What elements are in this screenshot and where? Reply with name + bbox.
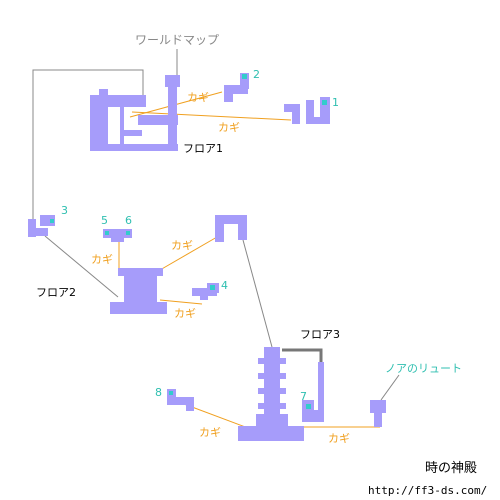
link-floor2-left xyxy=(44,235,119,298)
marker-square xyxy=(322,100,327,105)
key-label: カギ xyxy=(174,307,196,320)
marker-number-7: 7 xyxy=(300,390,307,403)
room xyxy=(90,95,108,151)
key-line-f2-to-right xyxy=(159,236,218,271)
room xyxy=(167,397,194,405)
key-label: カギ xyxy=(171,239,193,252)
room xyxy=(186,397,194,411)
key-label: カギ xyxy=(199,426,221,439)
marker-square xyxy=(169,391,173,395)
room xyxy=(258,373,286,379)
key-line-f1-to-1 xyxy=(131,111,292,121)
world-map-label: ワールドマップ xyxy=(135,33,219,47)
marker-number-3: 3 xyxy=(61,204,68,217)
room xyxy=(103,229,132,238)
link-floor3-top xyxy=(282,348,323,364)
key-line-f2-to-4 xyxy=(159,299,203,305)
room xyxy=(111,235,124,242)
room xyxy=(28,228,48,236)
room xyxy=(238,426,304,441)
room xyxy=(110,302,167,314)
key-lines xyxy=(118,91,380,432)
key-label: カギ xyxy=(328,432,350,445)
room xyxy=(215,215,224,242)
room xyxy=(238,215,247,240)
room xyxy=(302,410,324,422)
floor2-label: フロア2 xyxy=(36,286,76,299)
floor1-rooms xyxy=(90,73,330,151)
room xyxy=(306,117,330,124)
key-label: カギ xyxy=(187,91,209,104)
marker-square xyxy=(306,404,311,409)
room xyxy=(374,410,382,427)
room xyxy=(138,115,178,125)
room xyxy=(99,89,108,97)
marker-number-1: 1 xyxy=(332,96,339,109)
marker-square xyxy=(50,219,54,223)
link-noah-lute xyxy=(380,374,400,401)
room xyxy=(224,85,248,94)
noah-lute-label: ノアのリュート xyxy=(385,362,462,375)
key-label: カギ xyxy=(218,121,240,134)
room xyxy=(200,288,208,300)
marker-number-8: 8 xyxy=(155,386,162,399)
room xyxy=(320,97,330,121)
map-title: 時の神殿 xyxy=(425,461,477,476)
link-floor2-to-floor3 xyxy=(242,239,273,348)
room xyxy=(258,388,286,394)
marker-number-5: 5 xyxy=(101,214,108,227)
marker-square xyxy=(242,74,247,79)
floor3-rooms xyxy=(167,347,386,441)
map-labels: ワールドマップ 1 2 3 4 5 6 7 8 カギ カギ カギ カギ カギ カ… xyxy=(36,33,487,497)
room xyxy=(118,268,163,276)
marker-number-6: 6 xyxy=(125,214,132,227)
room xyxy=(168,80,177,150)
room xyxy=(120,130,142,136)
floor1-label: フロア1 xyxy=(183,142,223,155)
room xyxy=(306,100,314,124)
floor3-label: フロア3 xyxy=(300,328,340,341)
source-url: http://ff3-ds.com/ xyxy=(368,484,487,497)
marker-square xyxy=(126,231,130,235)
floor2-rooms xyxy=(28,215,247,314)
key-label: カギ xyxy=(91,253,113,266)
marker-number-4: 4 xyxy=(221,279,228,292)
room xyxy=(258,358,286,364)
marker-number-2: 2 xyxy=(253,68,260,81)
room xyxy=(120,104,124,144)
room xyxy=(292,104,300,124)
room xyxy=(124,274,157,304)
room xyxy=(318,362,324,422)
room xyxy=(40,215,55,226)
connector-lines xyxy=(32,49,400,401)
room xyxy=(104,144,178,151)
room xyxy=(256,414,288,428)
marker-square xyxy=(210,285,215,290)
room xyxy=(258,403,286,409)
link-floor1-to-floor2 xyxy=(32,69,144,222)
room xyxy=(240,73,249,89)
room xyxy=(90,95,146,107)
room xyxy=(370,400,386,413)
marker-square xyxy=(105,231,109,235)
room xyxy=(165,75,180,87)
room xyxy=(215,215,246,224)
